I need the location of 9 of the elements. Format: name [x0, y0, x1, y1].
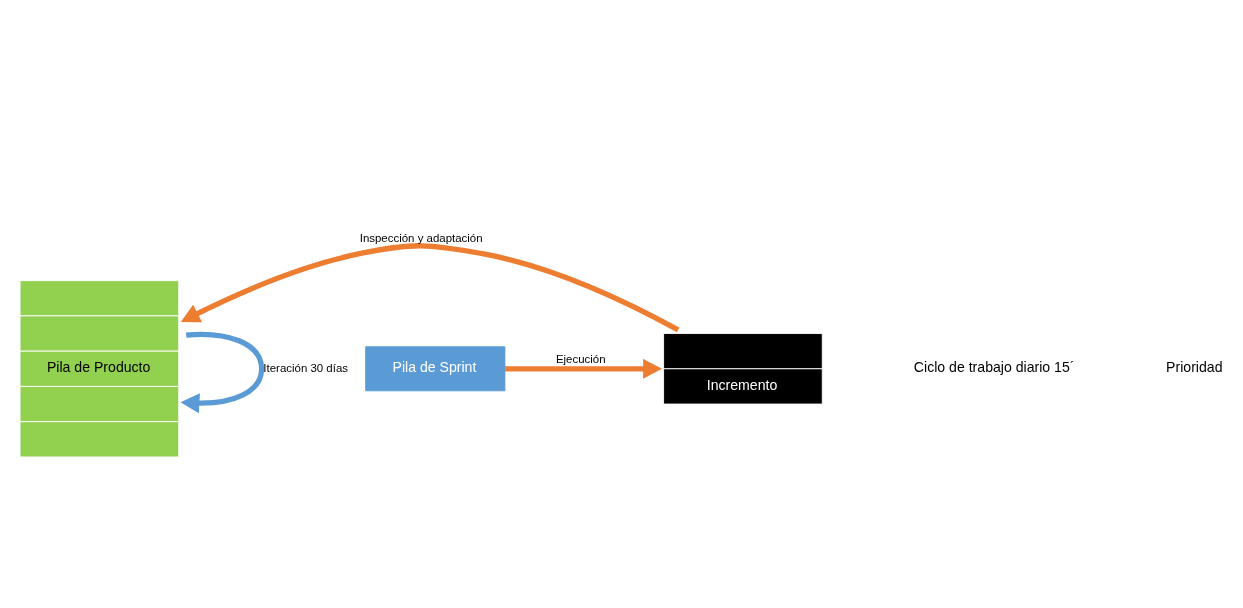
edge-label: Ejecución	[555, 352, 606, 365]
arrow	[505, 358, 663, 379]
label: Ciclo de trabajo diario 15´	[913, 359, 1075, 376]
edge-label: Iteración 30 días	[263, 361, 349, 374]
label: Prioridad	[1166, 359, 1223, 376]
arrow	[180, 243, 680, 333]
arrow	[180, 331, 265, 414]
edge-label: Inspección y adaptación	[359, 232, 483, 245]
node-box: Pila de Sprint	[365, 346, 506, 392]
